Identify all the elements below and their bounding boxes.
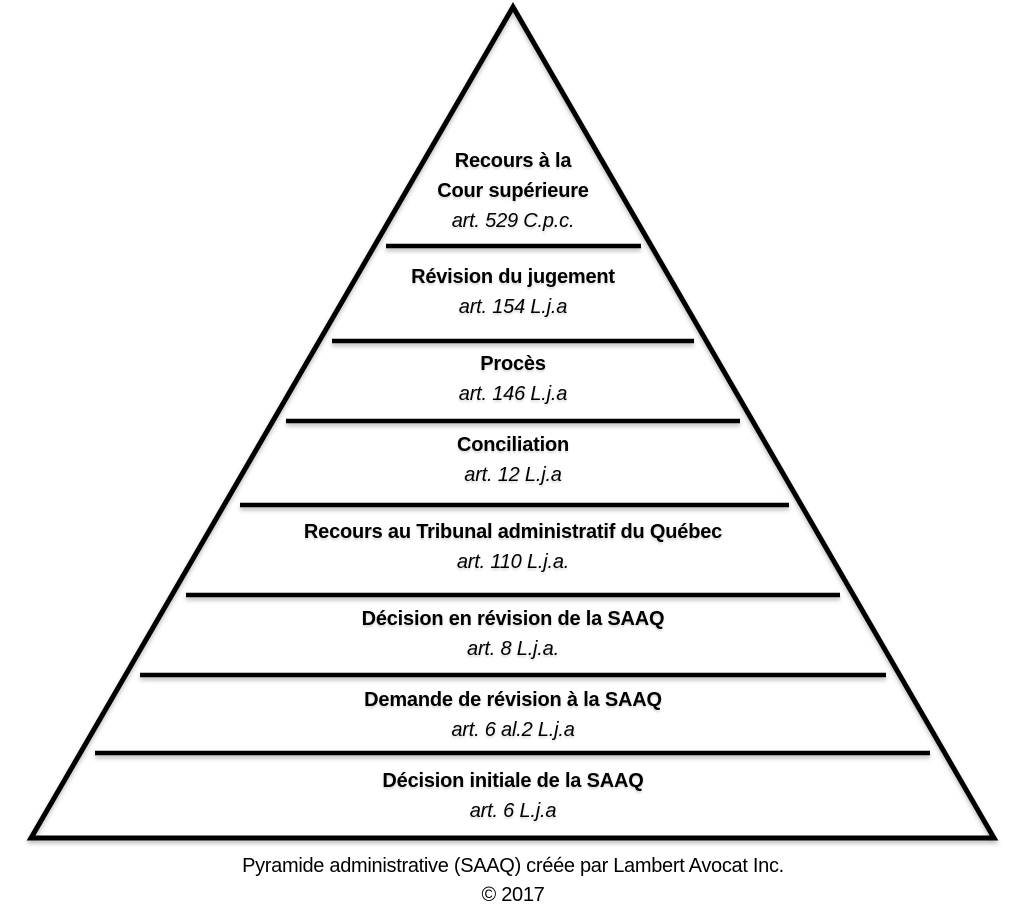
- level-article: art. 12 L.j.a: [464, 464, 562, 486]
- pyramid-level-3-proces: Procès art. 146 L.j.a: [2, 349, 1024, 409]
- level-article: art. 110 L.j.a.: [456, 551, 570, 573]
- pyramid-level-1-cour-superieure: Recours à la Cour supérieure art. 529 C.…: [2, 146, 1024, 236]
- pyramid-level-2-revision-jugement: Révision du jugement art. 154 L.j.a: [2, 262, 1024, 322]
- diagram-caption: Pyramide administrative (SAAQ) créée par…: [2, 852, 1024, 910]
- pyramid-level-4-conciliation: Conciliation art. 12 L.j.a: [2, 430, 1024, 490]
- pyramid-level-5-tribunal-administratif: Recours au Tribunal administratif du Qué…: [2, 517, 1024, 577]
- level-title: Recours au Tribunal administratif du Qué…: [303, 521, 723, 543]
- level-article: art. 6 al.2 L.j.a: [451, 719, 575, 741]
- caption-copyright-line: © 2017: [481, 884, 545, 906]
- level-article: art. 146 L.j.a: [458, 383, 568, 405]
- level-article: art. 529 C.p.c.: [451, 210, 575, 232]
- level-title: Révision du jugement: [411, 266, 615, 288]
- level-title: Décision en révision de la SAAQ: [361, 608, 665, 630]
- level-title: Procès: [480, 353, 546, 375]
- level-title: Recours à la Cour supérieure: [437, 150, 589, 202]
- level-title: Demande de révision à la SAAQ: [364, 689, 662, 711]
- pyramid-level-8-decision-initiale: Décision initiale de la SAAQ art. 6 L.j.…: [2, 766, 1024, 826]
- level-title: Conciliation: [456, 434, 570, 456]
- level-article: art. 8 L.j.a.: [467, 638, 559, 660]
- level-title: Décision initiale de la SAAQ: [382, 770, 644, 792]
- pyramid-level-6-decision-revision: Décision en révision de la SAAQ art. 8 L…: [2, 604, 1024, 664]
- level-article: art. 6 L.j.a: [469, 800, 557, 822]
- pyramid-level-7-demande-revision: Demande de révision à la SAAQ art. 6 al.…: [2, 685, 1024, 745]
- pyramid-triangle-outline: [26, 2, 999, 841]
- caption-credit-line: Pyramide administrative (SAAQ) créée par…: [242, 855, 784, 877]
- level-article: art. 154 L.j.a: [458, 296, 568, 318]
